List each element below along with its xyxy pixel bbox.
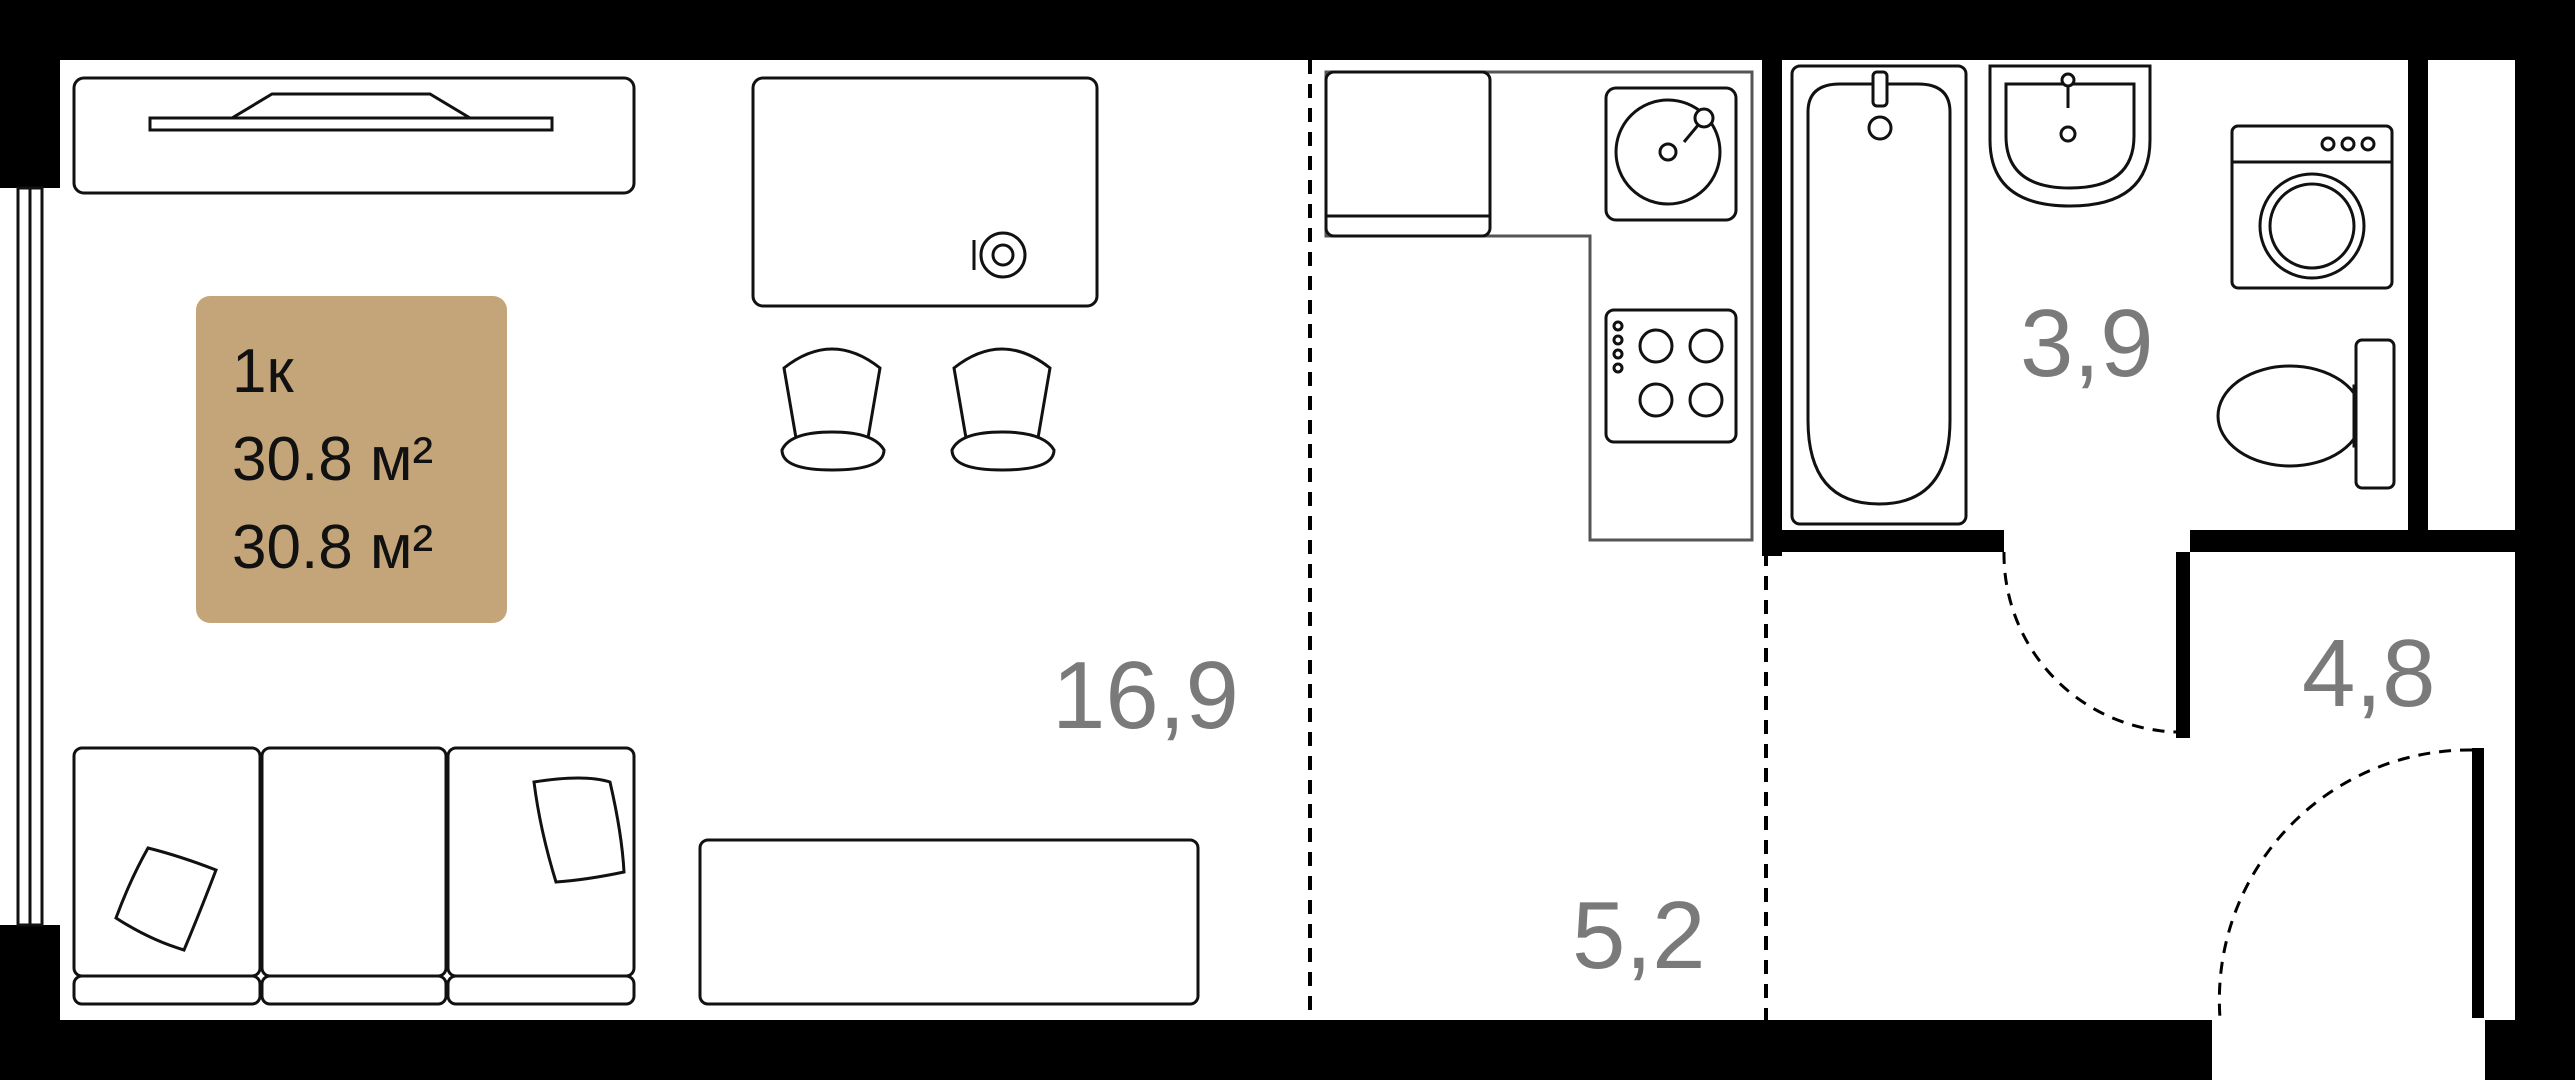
desk-grommet-inner bbox=[991, 243, 1015, 267]
sofa bbox=[72, 746, 636, 1006]
wall-bathroom-bottom-right bbox=[2190, 530, 2518, 552]
apartment-type: 1к bbox=[232, 337, 294, 406]
cooktop bbox=[1604, 308, 1738, 444]
chair-left bbox=[780, 347, 886, 472]
burner-1 bbox=[1638, 328, 1674, 364]
burner-2 bbox=[1688, 328, 1724, 364]
toilet-tank bbox=[2354, 338, 2396, 490]
entry-door-swing bbox=[2217, 748, 2473, 1019]
wall-bathroom-bottom-left bbox=[1762, 530, 2004, 552]
wall-entry-jamb bbox=[2472, 748, 2484, 1018]
knob-3 bbox=[1612, 348, 1624, 360]
hallway-area: 4,8 bbox=[2302, 620, 2435, 727]
bathtub-faucet bbox=[1871, 70, 1889, 108]
bathtub-drain bbox=[1867, 115, 1893, 141]
bathroom-door-swing bbox=[2002, 551, 2177, 734]
wall-right bbox=[2515, 0, 2575, 1080]
wall-hall-stub bbox=[2176, 552, 2190, 738]
chair-right bbox=[950, 347, 1056, 472]
toilet-bowl bbox=[2216, 364, 2364, 468]
knob-2 bbox=[1612, 334, 1624, 346]
tv-stand bbox=[72, 76, 636, 195]
wm-knob-2 bbox=[2340, 136, 2356, 152]
wm-knob-3 bbox=[2360, 136, 2376, 152]
washbasin-faucet bbox=[2060, 72, 2076, 88]
bench bbox=[698, 838, 1200, 1006]
knob-4 bbox=[1612, 362, 1624, 374]
sink-drain bbox=[1658, 142, 1678, 162]
room-labels: 16,9 5,2 3,9 4,8 bbox=[1052, 290, 2435, 989]
fridge bbox=[1324, 70, 1492, 238]
badge-background bbox=[196, 296, 507, 623]
window bbox=[16, 186, 44, 927]
zone-dividers bbox=[1308, 60, 1768, 1020]
wall-bathroom-left bbox=[1762, 56, 1782, 556]
wall-left-upper bbox=[0, 0, 60, 188]
doors bbox=[2002, 551, 2473, 1019]
total-area: 30.8 м² bbox=[232, 425, 433, 494]
cushion-left bbox=[114, 846, 218, 952]
wm-knob-1 bbox=[2320, 136, 2336, 152]
tv-base bbox=[226, 92, 476, 120]
living-furniture bbox=[72, 76, 1200, 1006]
kitchen-area: 5,2 bbox=[1572, 882, 1705, 989]
bathtub-basin bbox=[1806, 82, 1952, 506]
desk bbox=[751, 76, 1099, 308]
wall-bathroom-right bbox=[2408, 56, 2428, 536]
kitchen-furniture bbox=[1324, 70, 1754, 542]
tv-screen bbox=[148, 116, 554, 132]
cushion-right bbox=[532, 776, 626, 884]
apartment-badge: 1к 30.8 м² 30.8 м² bbox=[196, 296, 507, 623]
bathroom-fixtures bbox=[1790, 64, 2396, 526]
burner-3 bbox=[1638, 382, 1674, 418]
washbasin-drain bbox=[2059, 125, 2077, 143]
living-area: 30.8 м² bbox=[232, 513, 433, 582]
knob-1 bbox=[1612, 320, 1624, 332]
wall-top bbox=[0, 0, 2515, 60]
living-room-area: 16,9 bbox=[1052, 642, 1239, 749]
bathroom-area: 3,9 bbox=[2020, 290, 2153, 397]
wall-bottom bbox=[0, 1020, 2212, 1080]
washing-machine-glass bbox=[2268, 182, 2356, 270]
sink-faucet bbox=[1693, 107, 1715, 129]
burner-4 bbox=[1688, 382, 1724, 418]
